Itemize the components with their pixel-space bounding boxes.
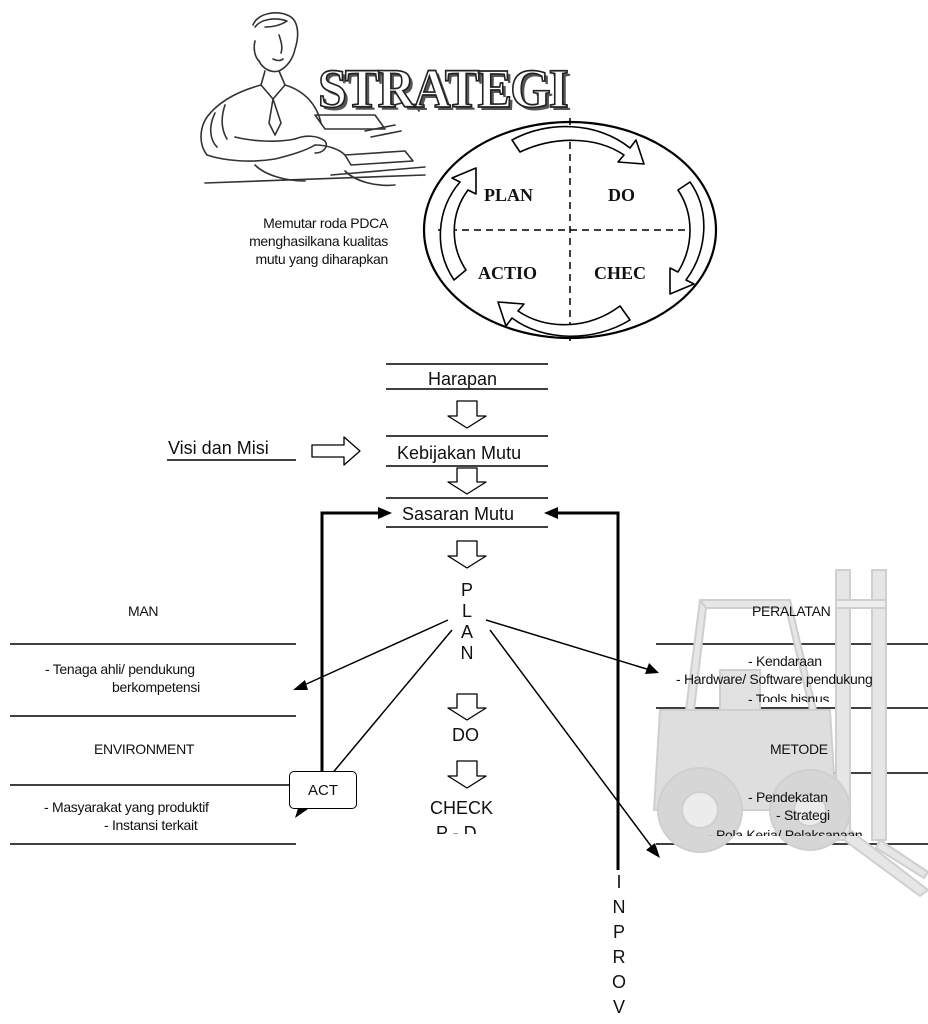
plan-letter-a: A xyxy=(460,622,473,642)
plan-letter-p: P xyxy=(460,580,473,600)
strategi-title: STRATEGI xyxy=(317,59,570,120)
act-label: ACT xyxy=(308,781,338,799)
plan-letter-n: N xyxy=(460,643,474,663)
factor-peralatan-item-1: - Kendaraan xyxy=(748,653,822,669)
plan-letter-l: L xyxy=(461,601,472,621)
businessman-at-desk-icon xyxy=(200,12,426,187)
caption-line-2: menghasilkana kualitas xyxy=(249,233,388,249)
improve-letter-v: V xyxy=(612,997,625,1017)
factor-peralatan-title: PERALATAN xyxy=(752,603,831,619)
factor-metode-title: METODE xyxy=(770,741,828,757)
factor-environment-item-2: - Instansi terkait xyxy=(104,817,198,833)
pdca-do-label: DO xyxy=(608,185,635,205)
factor-man-item-1: - Tenaga ahli/ pendukung xyxy=(45,661,195,677)
act-box: ACT xyxy=(289,771,357,809)
factor-metode-item-2: - Strategi xyxy=(776,807,830,823)
check-sub-label: P - D xyxy=(436,823,477,834)
factor-environment-item-1: - Masyarakat yang produktif xyxy=(44,799,209,815)
strategi-caption: Memutar roda PDCA menghasilkana kualitas… xyxy=(196,214,402,270)
improve-vertical-label: I N P R O V xyxy=(604,870,634,1024)
input-visi-misi: Visi dan Misi xyxy=(168,438,269,458)
factor-man-item-2: berkompetensi xyxy=(112,679,200,695)
step-harapan: Harapan xyxy=(428,369,498,389)
do-label: DO xyxy=(452,725,479,745)
factor-peralatan-item-2: - Hardware/ Software pendukung xyxy=(676,671,873,687)
factor-metode-item-3-clip: - Pola Kerja/ Pelaksanaan xyxy=(708,826,898,836)
pdca-plan-label: PLAN xyxy=(484,185,533,205)
pdca-wheel xyxy=(422,118,718,346)
factor-environment-title: ENVIRONMENT xyxy=(94,741,195,757)
improve-letter-i: I xyxy=(616,872,622,892)
factor-peralatan-item-3: - Tools bisnus xyxy=(748,691,830,702)
improve-letter-n: N xyxy=(612,897,626,917)
step-sasaran-mutu: Sasaran Mutu xyxy=(402,504,515,524)
step-kebijakan-mutu: Kebijakan Mutu xyxy=(397,443,522,463)
caption-line-1: Memutar roda PDCA xyxy=(263,215,388,231)
factor-man-title: MAN xyxy=(128,603,159,619)
improve-letter-o: O xyxy=(611,972,626,992)
factor-peralatan-item-3-clip: - Tools bisnus xyxy=(748,690,868,702)
improve-letter-r: R xyxy=(612,947,626,967)
improve-letter-p: P xyxy=(612,922,625,942)
pdca-check-label: CHEC xyxy=(594,263,647,283)
check-label: CHECK xyxy=(430,798,494,818)
factor-metode-item-3: - Pola Kerja/ Pelaksanaan xyxy=(708,827,863,836)
pdca-action-label: ACTIO xyxy=(478,263,538,283)
forklift-icon xyxy=(653,569,928,897)
plan-vertical-label: P L A N xyxy=(452,580,482,684)
factor-metode-item-1: - Pendekatan xyxy=(748,789,828,805)
caption-line-3: mutu yang diharapkan xyxy=(255,251,388,267)
